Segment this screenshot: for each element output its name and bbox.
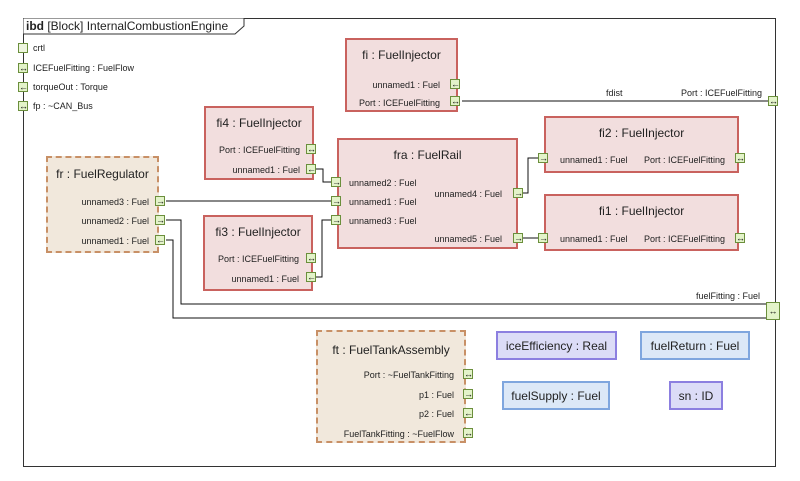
fra-unnamed2-port[interactable]: → [331, 177, 341, 187]
fuel-fitting-port[interactable]: ↔ [766, 302, 780, 320]
fi4-port-label: Port : ICEFuelFitting [218, 145, 300, 155]
frame-tab-shape [23, 18, 245, 35]
fi-port-port[interactable]: ↔ [450, 96, 460, 106]
fuel-supply-value[interactable]: fuelSupply : Fuel [502, 381, 610, 410]
fra-unnamed3-label: unnamed3 : Fuel [349, 216, 417, 226]
ice-efficiency-value[interactable]: iceEfficiency : Real [496, 331, 617, 360]
connector-fra-fi2 [522, 157, 538, 194]
fi2-unnamed1-port[interactable]: → [538, 153, 548, 163]
fp-port[interactable]: ↔ [18, 101, 28, 111]
fra-unnamed2-label: unnamed2 : Fuel [349, 178, 417, 188]
fi4-title: fi4 : FuelInjector [216, 116, 302, 130]
fr-unnamed3-label: unnamed3 : Fuel [81, 197, 149, 207]
fuel-fitting-label: fuelFitting : Fuel [696, 291, 761, 301]
fi1-unnamed1-label: unnamed1 : Fuel [560, 234, 628, 244]
ft-p2-port[interactable]: ← [463, 408, 473, 418]
connector-fr-fuelfitting-upper [166, 219, 770, 305]
fi1-port-port[interactable]: ↔ [735, 233, 745, 243]
sn-value[interactable]: sn : ID [669, 381, 723, 410]
ft-port-port[interactable]: ↔ [463, 369, 473, 379]
fi2-port-label: Port : ICEFuelFitting [643, 155, 725, 165]
sn-label: sn : ID [678, 388, 714, 403]
fr-unnamed2-label: unnamed2 : Fuel [81, 216, 149, 226]
frame-title: ibd [Block] InternalCombustionEngine [26, 19, 228, 33]
fuel-return-value[interactable]: fuelReturn : Fuel [640, 331, 750, 360]
torque-out-label: torqueOut : Torque [33, 82, 108, 92]
fra-unnamed5-port[interactable]: → [513, 233, 523, 243]
fi1-title: fi1 : FuelInjector [598, 204, 685, 218]
crtl-port[interactable] [18, 43, 28, 53]
torque-out-port[interactable]: ← [18, 82, 28, 92]
fi1-block[interactable]: fi1 : FuelInjector unnamed1 : Fuel Port … [544, 194, 739, 251]
fr-title: fr : FuelRegulator [56, 167, 149, 181]
connector-fi3-fra [316, 219, 333, 278]
ft-block[interactable]: ft : FuelTankAssembly Port : ~FuelTankFi… [316, 330, 466, 443]
fdist-label: fdist [606, 88, 623, 98]
fi2-title: fi2 : FuelInjector [598, 126, 685, 140]
fuel-supply-label: fuelSupply : Fuel [511, 388, 601, 403]
fi2-port-port[interactable]: ↔ [735, 153, 745, 163]
connector-fi4-fra [316, 168, 333, 183]
fi-unnamed1-label: unnamed1 : Fuel [372, 80, 440, 90]
fp-label: fp : ~CAN_Bus [33, 101, 93, 111]
frame-name: [Block] InternalCombustionEngine [47, 19, 229, 33]
ice-fuel-fitting-port[interactable]: ↔ [18, 63, 28, 73]
fra-unnamed5-label: unnamed5 : Fuel [434, 234, 502, 244]
fi-block[interactable]: fi : FuelInjector unnamed1 : Fuel Port :… [345, 38, 458, 112]
fr-block[interactable]: fr : FuelRegulator unnamed3 : Fuel unnam… [46, 156, 159, 253]
ibd-frame [23, 18, 776, 467]
fra-unnamed3-port[interactable]: → [331, 215, 341, 225]
fr-unnamed2-port[interactable]: → [155, 215, 165, 225]
fi4-port-port[interactable]: ↔ [306, 144, 316, 154]
outer-ice-fitting-label: Port : ICEFuelFitting [681, 88, 763, 98]
ft-title: ft : FuelTankAssembly [332, 343, 450, 357]
fra-unnamed4-label: unnamed4 : Fuel [434, 189, 502, 199]
fra-unnamed1-label: unnamed1 : Fuel [349, 197, 417, 207]
crtl-label: crtl [33, 43, 45, 53]
fuel-return-label: fuelReturn : Fuel [650, 338, 740, 353]
fi3-block[interactable]: fi3 : FuelInjector Port : ICEFuelFitting… [203, 215, 313, 291]
ft-p2-label: p2 : Fuel [418, 409, 454, 419]
fi4-block[interactable]: fi4 : FuelInjector Port : ICEFuelFitting… [204, 106, 314, 180]
fr-unnamed1-label: unnamed1 : Fuel [81, 236, 149, 246]
ft-tankfitting-label: FuelTankFitting : ~FuelFlow [343, 429, 454, 439]
fr-unnamed3-port[interactable]: → [155, 196, 165, 206]
connector-fr-fuelfitting-lower [166, 239, 770, 319]
fi3-unnamed1-port[interactable]: ← [306, 272, 316, 282]
fi-unnamed1-port[interactable]: ← [450, 79, 460, 89]
frame-kind: ibd [26, 19, 44, 33]
fi3-title: fi3 : FuelInjector [215, 225, 301, 239]
fi4-unnamed1-port[interactable]: ← [306, 164, 316, 174]
fi-title: fi : FuelInjector [362, 48, 441, 62]
fra-block[interactable]: fra : FuelRail unnamed2 : Fuel unnamed1 … [337, 138, 518, 249]
fi4-unnamed1-label: unnamed1 : Fuel [232, 165, 300, 175]
fi1-unnamed1-port[interactable]: → [538, 233, 548, 243]
fi1-port-label: Port : ICEFuelFitting [643, 234, 725, 244]
fr-unnamed1-port[interactable]: ← [155, 235, 165, 245]
ice-efficiency-label: iceEfficiency : Real [505, 338, 608, 353]
fi3-port-port[interactable]: ↔ [306, 253, 316, 263]
fi2-block[interactable]: fi2 : FuelInjector unnamed1 : Fuel Port … [544, 116, 739, 173]
fi3-unnamed1-label: unnamed1 : Fuel [231, 274, 299, 284]
fra-title: fra : FuelRail [393, 148, 462, 162]
fra-unnamed4-port[interactable]: → [513, 188, 523, 198]
ft-port-label: Port : ~FuelTankFitting [363, 370, 454, 380]
ft-tankfitting-port[interactable]: ↔ [463, 428, 473, 438]
fi2-unnamed1-label: unnamed1 : Fuel [560, 155, 628, 165]
fra-unnamed1-port[interactable]: → [331, 196, 341, 206]
outer-ice-fitting-port[interactable]: ↔ [768, 96, 778, 106]
ft-p1-port[interactable]: → [463, 389, 473, 399]
fi3-port-label: Port : ICEFuelFitting [217, 254, 299, 264]
ft-p1-label: p1 : Fuel [418, 390, 454, 400]
fi-port-label: Port : ICEFuelFitting [358, 98, 440, 108]
ice-fuel-fitting-label: ICEFuelFitting : FuelFlow [33, 63, 135, 73]
